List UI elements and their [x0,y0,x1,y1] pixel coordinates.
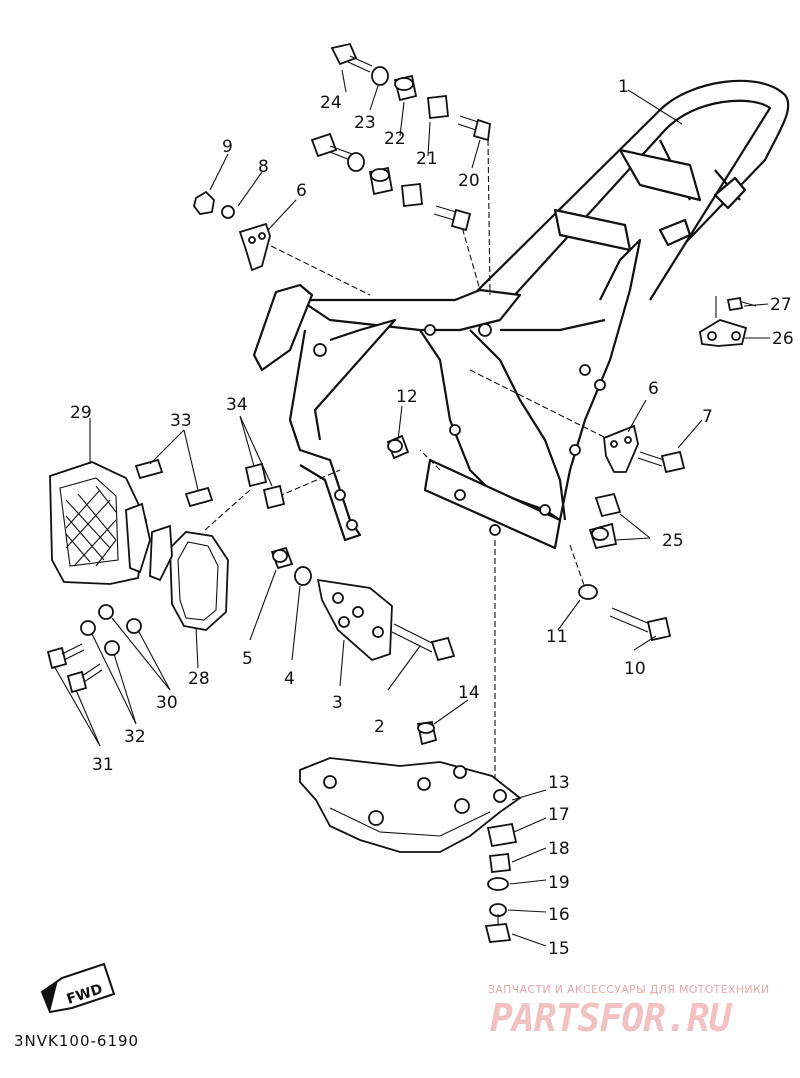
callout-9: 9 [222,137,233,157]
main-frame [252,79,790,550]
fwd-arrow-icon: FWD [40,962,116,1014]
callout-14: 14 [458,683,480,703]
callout-33: 33 [170,411,192,431]
assembly-lines [204,139,611,795]
callout-numbers: 1 2 3 4 5 6 6 7 8 9 10 11 12 13 14 15 16… [70,77,794,959]
drawing-code: 3NVK100-6190 [14,1032,140,1050]
callout-15: 15 [548,939,570,959]
callout-7: 7 [702,407,713,427]
skid-plate-parts [299,720,522,943]
callout-17: 17 [548,805,570,825]
callout-8: 8 [258,157,269,177]
callout-12: 12 [396,387,418,407]
left-bracket-parts [193,190,271,272]
callout-22: 22 [384,129,406,149]
watermark-brand: PARTSFOR.RU [490,996,732,1040]
callout-31: 31 [92,755,114,775]
callout-1: 1 [618,77,629,97]
callout-21: 21 [416,149,438,169]
callout-11: 11 [546,627,568,647]
callout-4: 4 [284,669,295,689]
side-cover-parts [46,458,286,694]
callout-6-left: 6 [296,181,307,201]
callout-3: 3 [332,693,343,713]
callout-34: 34 [226,395,248,415]
callout-20: 20 [458,171,480,191]
callout-6-right: 6 [648,379,659,399]
callout-24: 24 [320,93,342,113]
callout-26: 26 [772,329,794,349]
callout-18: 18 [548,839,570,859]
callout-29: 29 [70,403,92,423]
callout-23: 23 [354,113,376,133]
engine-bracket-parts [270,546,456,662]
leader-lines [53,69,770,947]
callout-25: 25 [662,531,684,551]
callout-27: 27 [770,295,792,315]
callout-28: 28 [188,669,210,689]
callout-32: 32 [124,727,146,747]
watermark-tagline: ЗАПЧАСТИ И АКСЕССУАРЫ ДЛЯ МОТОТЕХНИКИ [488,983,770,996]
callout-13: 13 [548,773,570,793]
callout-30: 30 [156,693,178,713]
callout-2: 2 [374,717,385,737]
callout-10: 10 [624,659,646,679]
callout-5: 5 [242,649,253,669]
top-fasteners [310,42,491,232]
callout-16: 16 [548,905,570,925]
callout-19: 19 [548,873,570,893]
right-bracket-parts [386,296,757,642]
